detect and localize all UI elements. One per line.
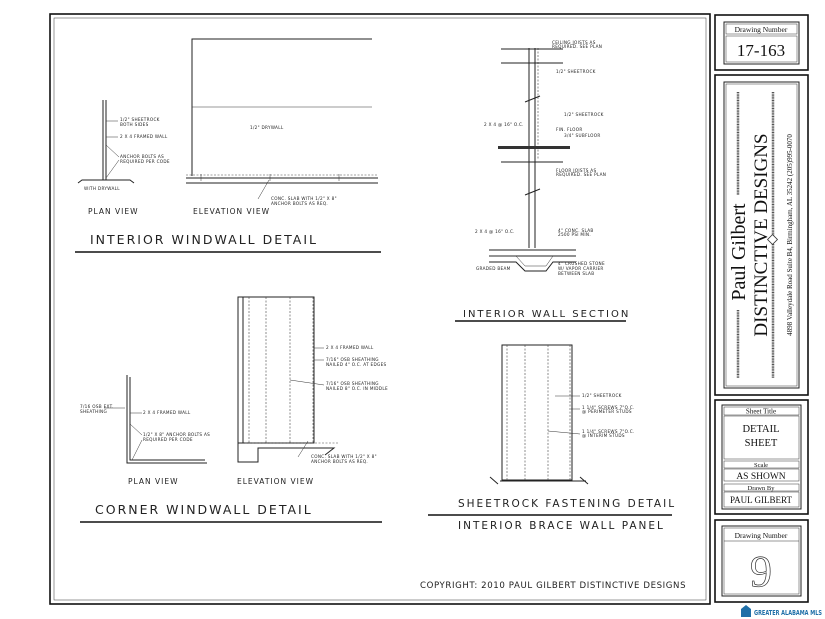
firm-logo-box: Paul Gilbert DISTINCTIVE DESIGNS 4898 Va… xyxy=(714,74,809,396)
label: ANCHOR BOLTS AS REQ. xyxy=(271,201,328,206)
label: 7/16 OSB EXT. xyxy=(80,404,114,409)
label: NAILED 8" O.C. IN MIDDLE xyxy=(326,386,388,391)
label: BETWEEN SLAB xyxy=(558,271,594,276)
label: Sheet Title xyxy=(746,408,776,416)
label: 2 X 4 FRAMED WALL xyxy=(326,345,374,350)
label: W/ VAPOR CARRIER xyxy=(558,266,604,271)
label: 1 1/4" SCREWS 7"O.C. xyxy=(582,429,635,434)
view-label: ELEVATION VIEW xyxy=(237,477,314,486)
house-icon xyxy=(741,605,751,617)
mls-watermark: GREATER ALABAMA MLS xyxy=(741,605,822,617)
detail-title: CORNER WINDWALL DETAIL xyxy=(95,502,313,517)
label: CONC. SLAB WITH 1/2" X 8" xyxy=(311,454,377,459)
label: 2 X 4 @ 16" O.C. xyxy=(475,229,515,234)
detail-subtitle: INTERIOR BRACE WALL PANEL xyxy=(458,520,665,532)
corner-windwall-detail: 7/16 OSB EXT. SHEATHING 2 X 4 FRAMED WAL… xyxy=(80,296,388,523)
label: Drawing Number xyxy=(735,531,788,540)
label: 2 X 4 FRAMED WALL xyxy=(143,410,191,415)
label: BOTH SIDES xyxy=(120,122,149,127)
sheet-title: SHEET xyxy=(745,438,778,449)
firm-name: Paul Gilbert xyxy=(728,203,750,301)
label: REQUIRED. SEE PLAN xyxy=(552,44,602,49)
sheet-title: DETAIL xyxy=(742,424,779,435)
label: @ PERIMETER STUDS xyxy=(582,409,632,414)
main-border xyxy=(49,13,711,605)
label: FIN. FLOOR xyxy=(556,127,583,132)
label: NAILED 4" O.C. AT EDGES xyxy=(326,362,387,367)
label: 2 X 4 FRAMED WALL xyxy=(120,134,168,139)
label: SHEATHING xyxy=(80,409,107,414)
detail-title: INTERIOR WINDWALL DETAIL xyxy=(90,232,318,247)
view-label: ELEVATION VIEW xyxy=(193,207,270,216)
label: 2 X 4 @ 16" O.C. xyxy=(484,122,524,127)
drawing-number-box: Drawing Number 17-163 xyxy=(714,14,809,71)
windwall-elevation-view: 1/2" DRYWALL CONC. SLAB WITH 1/2" X 8" A… xyxy=(186,38,378,216)
sheet-info-box: Sheet Title DETAIL SHEET Scale AS SHOWN … xyxy=(714,399,809,515)
interior-windwall-detail: 1/2" SHEETROCK BOTH SIDES 2 X 4 FRAMED W… xyxy=(75,38,381,253)
label: Drawing Number xyxy=(735,25,788,34)
label: ANCHOR BOLTS AS xyxy=(120,154,164,159)
label: 1/2" SHEETROCK xyxy=(556,69,596,74)
label: REQUIRED PER CODE xyxy=(143,437,193,442)
label: WITH DRYWALL xyxy=(84,186,120,191)
detail-title: SHEETROCK FASTENING DETAIL xyxy=(458,498,676,510)
firm-subtitle: DISTINCTIVE DESIGNS xyxy=(751,133,772,336)
label: GRADED BEAM xyxy=(476,266,511,271)
sheetrock-fastening-detail: 1/2" SHEETROCK 1 1/4" SCREWS 7"O.C. @ PE… xyxy=(428,344,676,532)
label: Scale xyxy=(754,462,768,469)
label: REQUIRED PER CODE xyxy=(120,159,170,164)
label: 1/2" DRYWALL xyxy=(250,125,284,130)
title-block: Drawing Number 17-163 Paul Gilbert DISTI… xyxy=(714,14,809,603)
label: 7/16" OSB SHEATHING xyxy=(326,357,379,362)
sheet-number: 9 xyxy=(750,547,772,596)
view-label: PLAN VIEW xyxy=(88,207,139,216)
label: CEILING JOISTS AS xyxy=(552,40,596,45)
firm-address: 4898 Valleydale Road Suite B4, Birmingha… xyxy=(786,134,794,336)
label: CONC. SLAB WITH 1/2" X 8" xyxy=(271,196,337,201)
label: 1/2" SHEETROCK xyxy=(120,117,160,122)
label: 7/16" OSB SHEATHING xyxy=(326,381,379,386)
label: 2500 PSI MIN. xyxy=(558,232,591,237)
label: 1/2" X 8" ANCHOR BOLTS AS xyxy=(143,432,210,437)
label: REQUIRED. SEE PLAN xyxy=(556,172,606,177)
label: 3/4" SUBFLOOR xyxy=(564,133,601,138)
label: 4" CRUSHED STONE xyxy=(558,261,605,266)
windwall-plan-view: 1/2" SHEETROCK BOTH SIDES 2 X 4 FRAMED W… xyxy=(77,100,170,216)
corner-plan-view: 7/16 OSB EXT. SHEATHING 2 X 4 FRAMED WAL… xyxy=(80,375,210,486)
label: 1/2" SHEETROCK xyxy=(582,393,622,398)
interior-wall-section: CEILING JOISTS AS REQUIRED. SEE PLAN 1/2… xyxy=(455,40,630,322)
label: FLOOR JOISTS AS xyxy=(556,168,596,173)
label: @ INTERIM STUDS xyxy=(582,433,625,438)
drawn-by-value: PAUL GILBERT xyxy=(730,495,793,505)
watermark-text: GREATER ALABAMA MLS xyxy=(754,609,822,617)
drawing-number: 17-163 xyxy=(737,41,785,60)
copyright: COPYRIGHT: 2010 PAUL GILBERT DISTINCTIVE… xyxy=(420,581,686,591)
detail-title: INTERIOR WALL SECTION xyxy=(463,309,630,320)
corner-elevation-view: 2 X 4 FRAMED WALL 7/16" OSB SHEATHING NA… xyxy=(237,296,388,486)
label: 1/2" SHEETROCK xyxy=(564,112,604,117)
label: ANCHOR BOLTS AS REQ. xyxy=(311,459,368,464)
view-label: PLAN VIEW xyxy=(128,477,179,486)
label: 1 1/4" SCREWS 7"O.C. xyxy=(582,405,635,410)
scale-value: AS SHOWN xyxy=(736,472,785,482)
sheet-number-box: Drawing Number 9 xyxy=(714,519,809,603)
label: Drawn By xyxy=(748,485,776,492)
label: 4" CONC. SLAB xyxy=(558,228,594,233)
